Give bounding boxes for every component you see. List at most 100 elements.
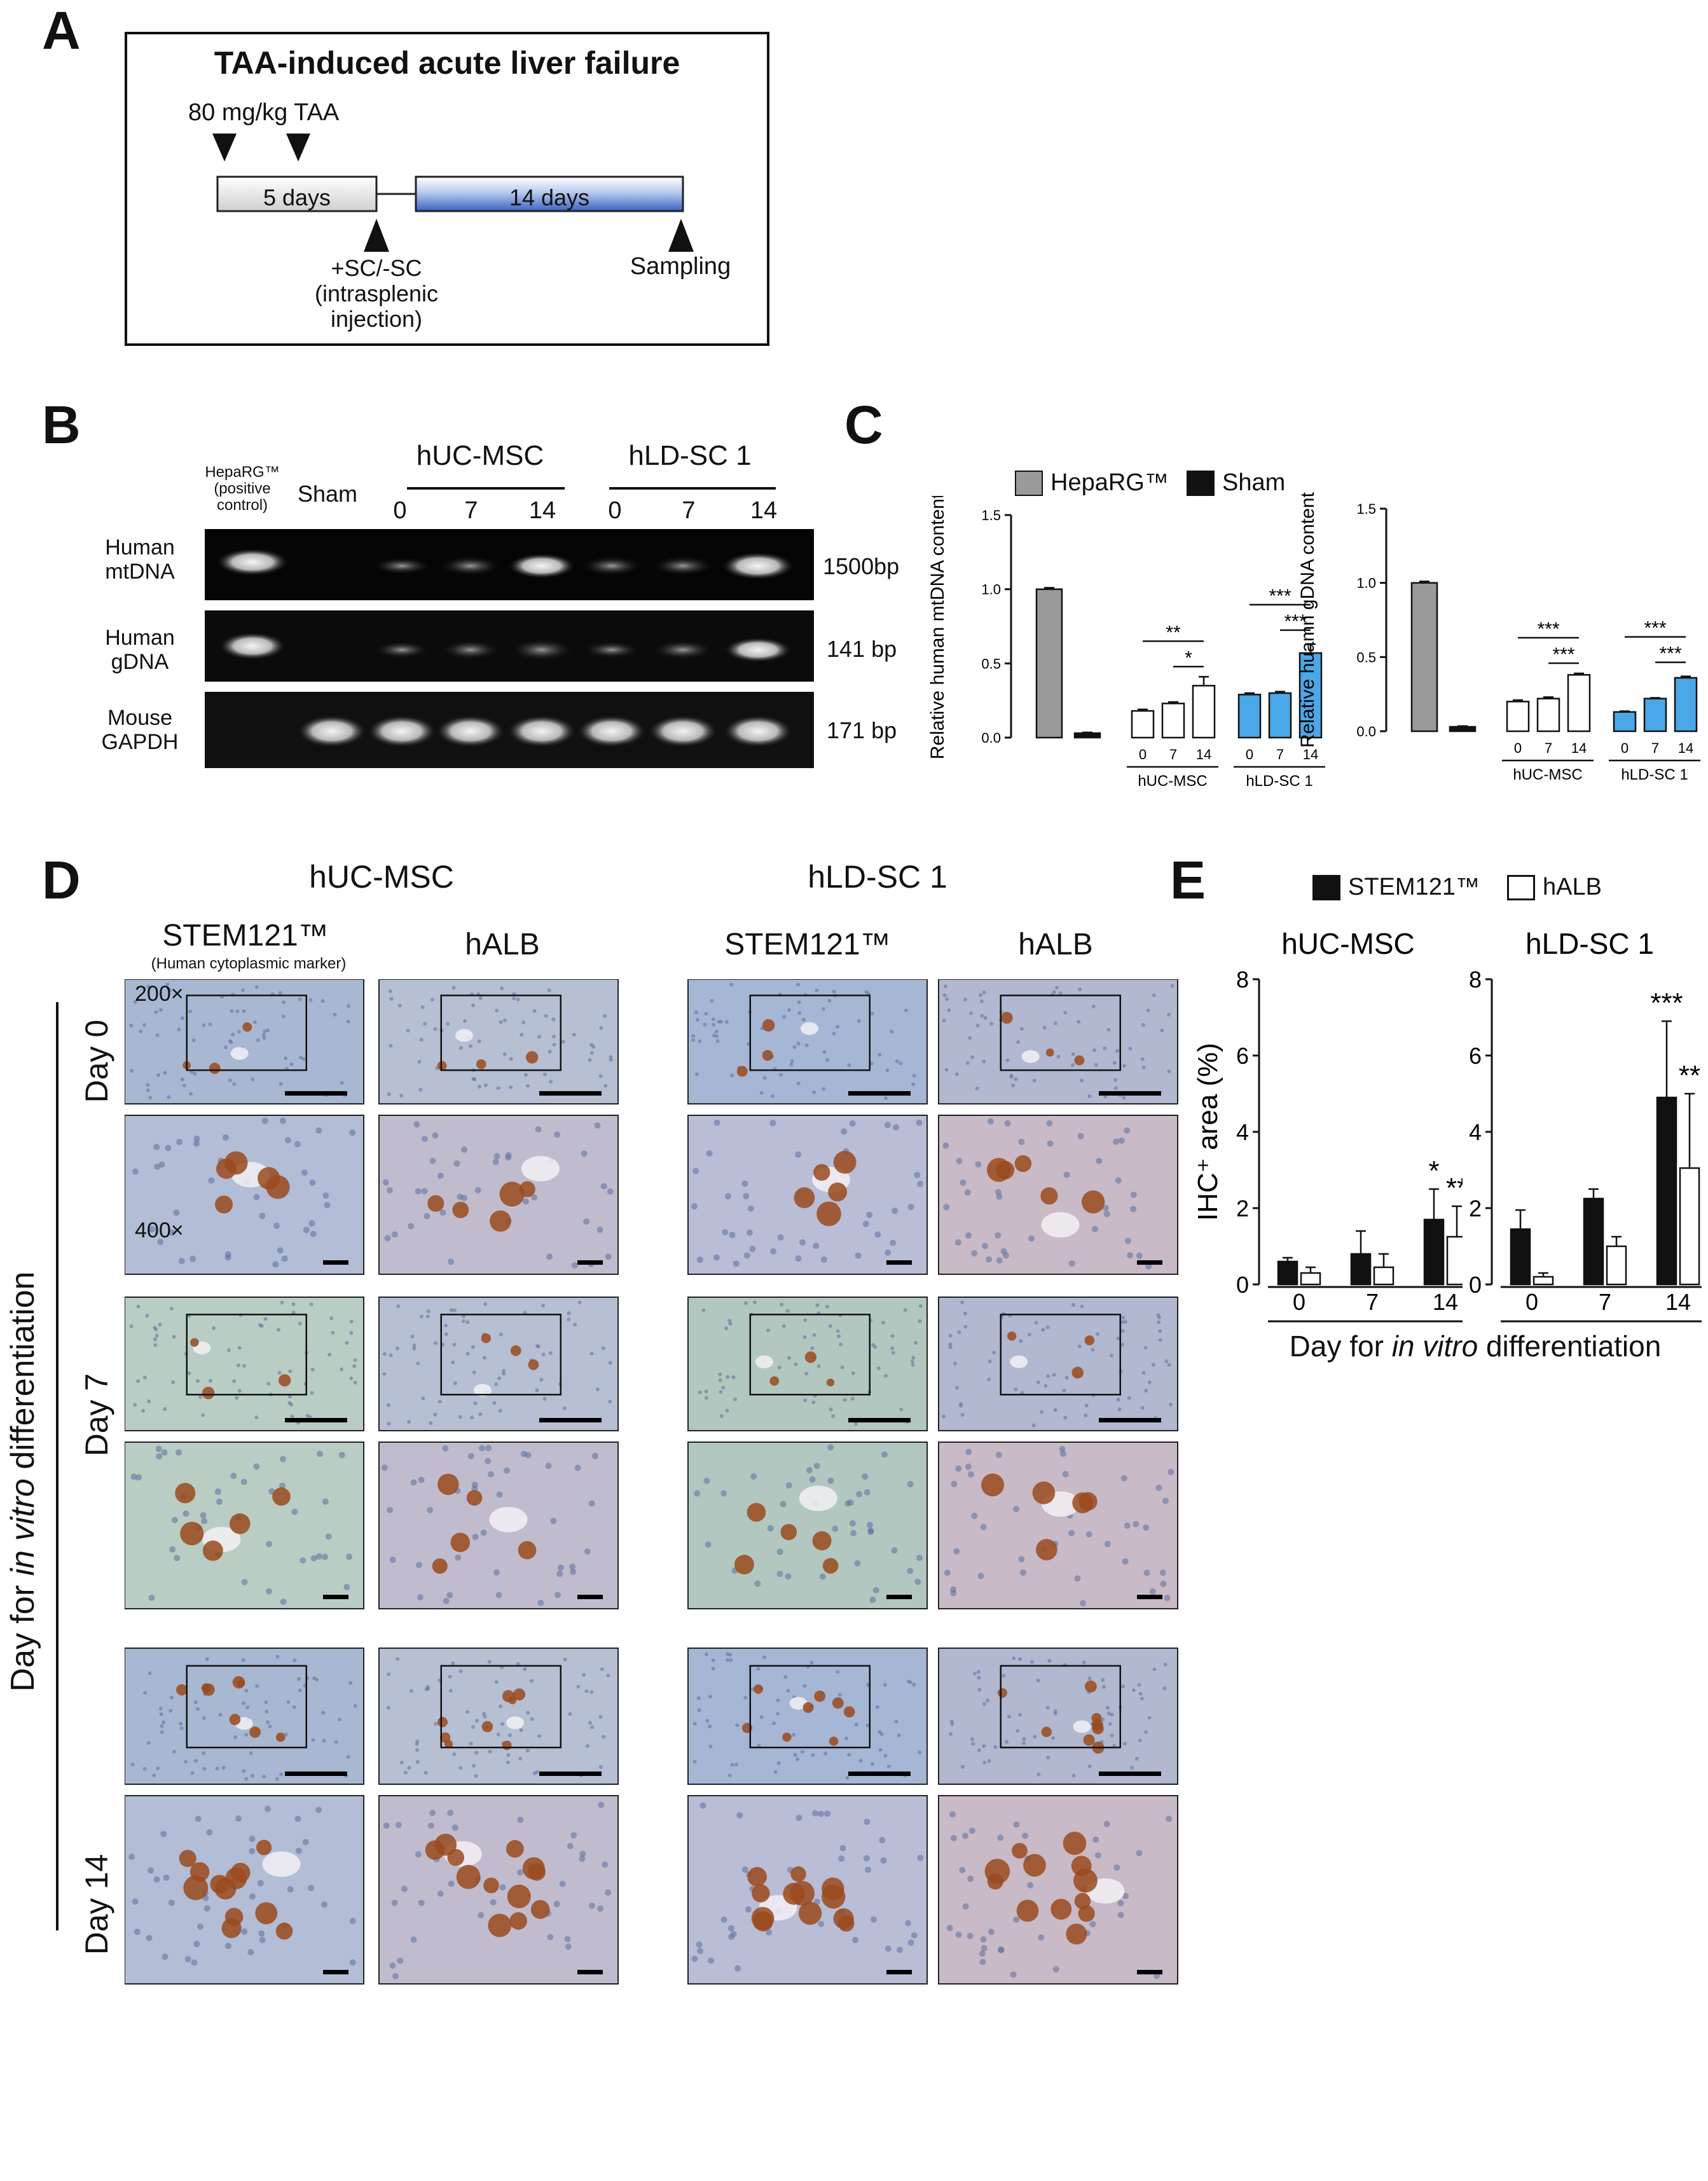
x-tick-label: 7 (1366, 1289, 1379, 1315)
scale-bar (577, 1970, 603, 1974)
micrograph-200x (687, 979, 928, 1104)
y-tick-label: 1.0 (981, 582, 1001, 598)
bar (1583, 1197, 1604, 1286)
scale-bar (1137, 1970, 1162, 1974)
row-label-mtdna: Human mtDNA (105, 535, 175, 584)
micrograph-400x (378, 1441, 619, 1609)
legend-halb-label: hALB (1543, 874, 1602, 900)
y-tick-label: 1.0 (1356, 575, 1376, 591)
bar (1192, 685, 1216, 739)
scale-bar (577, 1595, 603, 1599)
zoom-box (440, 1665, 562, 1749)
size-gdna: 141 bp (827, 636, 897, 662)
y-tick-label: 4 (1469, 1119, 1482, 1145)
bar (1449, 726, 1477, 733)
x-tick-label: 7 (1276, 746, 1284, 762)
row-label-gdna: Human gDNA (105, 626, 175, 674)
d-col-halb-hld: hALB (1018, 928, 1093, 961)
group-label: hLD-SC 1 (1246, 773, 1312, 790)
significance-mark: *** (1537, 619, 1559, 640)
day-7-hld: 7 (682, 497, 696, 524)
zoom-box (1000, 1665, 1122, 1749)
injection-label: +SC/-SC (intrasplenic injection) (314, 255, 439, 332)
y-tick-label: 6 (1236, 1043, 1249, 1069)
y-tick-label: 2 (1236, 1195, 1249, 1221)
legend-stem121-swatch (1312, 875, 1340, 900)
lane-positive-control: HepaRG™ (positive control) (205, 464, 280, 514)
zoom-box (1000, 1314, 1122, 1396)
scale-bar (1099, 1091, 1161, 1096)
bar (1536, 698, 1560, 733)
zoom-box (440, 1314, 562, 1396)
injection-arrow (364, 219, 389, 252)
significance-mark: *** (1644, 618, 1666, 639)
x-tick-label: 0 (1139, 746, 1147, 762)
scale-bar (1099, 1418, 1161, 1422)
x-tick-label: 14 (1303, 746, 1318, 762)
bar (1567, 674, 1591, 733)
bar (1277, 1260, 1298, 1286)
y-tick-label: 0 (1469, 1272, 1482, 1298)
y-axis-label: IHC⁺ area (%) (1192, 1043, 1223, 1221)
bar (1073, 732, 1101, 739)
zoom-box (749, 994, 871, 1071)
bar (1510, 1228, 1531, 1286)
legend-sham-label: Sham (1222, 469, 1286, 496)
d-row-day14: Day 14 (79, 1854, 114, 1955)
group-hld-sc: hLD-SC 1 (628, 440, 752, 471)
significance-mark: * (1428, 1155, 1439, 1187)
legend-heparg-swatch (1015, 471, 1043, 496)
x-tick-label: 0 (1525, 1289, 1538, 1315)
bar (1350, 1253, 1372, 1286)
bar (1300, 1272, 1321, 1286)
day-0-huc: 0 (393, 497, 407, 524)
panel-d-letter: D (42, 850, 81, 910)
micrograph-400x (125, 1795, 364, 1985)
panel-a-dose-label: 80 mg/kg TAA (188, 99, 340, 126)
scale-bar (285, 1418, 347, 1422)
row-label-gapdh: Mouse GAPDH (101, 706, 179, 754)
scale-bar (848, 1418, 911, 1422)
panel-a-title: TAA-induced acute liver failure (214, 45, 680, 81)
micrograph-200x (687, 1648, 928, 1785)
y-tick-label: 2 (1469, 1195, 1482, 1221)
y-tick-label: 1.5 (981, 507, 1001, 523)
panel-b-letter: B (42, 395, 81, 455)
significance-mark: *** (1284, 611, 1306, 632)
significance-mark: *** (1269, 586, 1291, 607)
micrograph-200x (938, 1648, 1178, 1785)
x-tick-label: 14 (1196, 746, 1211, 762)
x-tick-label: 14 (1665, 1289, 1691, 1315)
group-label: hUC-MSC (1513, 766, 1582, 783)
d-group-huc: hUC-MSC (309, 859, 454, 895)
scale-bar (539, 1772, 602, 1776)
micrograph-200x (125, 1648, 364, 1785)
legend-sham-swatch (1187, 471, 1215, 496)
x-tick-label: 0 (1246, 746, 1253, 762)
y-tick-label: 8 (1469, 967, 1482, 993)
x-tick-label: 7 (1169, 746, 1177, 762)
group-huc-msc: hUC-MSC (416, 440, 544, 471)
phase2-label: 14 days (509, 184, 590, 210)
chart-title: hUC-MSC (1281, 927, 1415, 960)
scale-bar (285, 1091, 347, 1096)
micrograph-400x (687, 1115, 928, 1275)
d-col-stem121-hld: STEM121™ (724, 928, 891, 961)
scale-bar (539, 1418, 602, 1422)
micrograph-400x (378, 1795, 619, 1985)
y-tick-label: 6 (1469, 1043, 1482, 1069)
scale-bar (323, 1595, 348, 1599)
legend-heparg-label: HepaRG™ (1050, 469, 1169, 496)
bar (1446, 1235, 1463, 1286)
significance-mark: ** (1679, 1060, 1700, 1091)
micrograph-200x (938, 1297, 1178, 1431)
micrograph-400x (378, 1115, 619, 1275)
dose-arrow-2 (286, 134, 310, 162)
zoom-box (186, 994, 308, 1071)
x-tick-label: 7 (1599, 1289, 1611, 1315)
significance-mark: ** (1446, 1173, 1463, 1204)
legend-stem121-label: STEM121™ (1348, 874, 1480, 900)
